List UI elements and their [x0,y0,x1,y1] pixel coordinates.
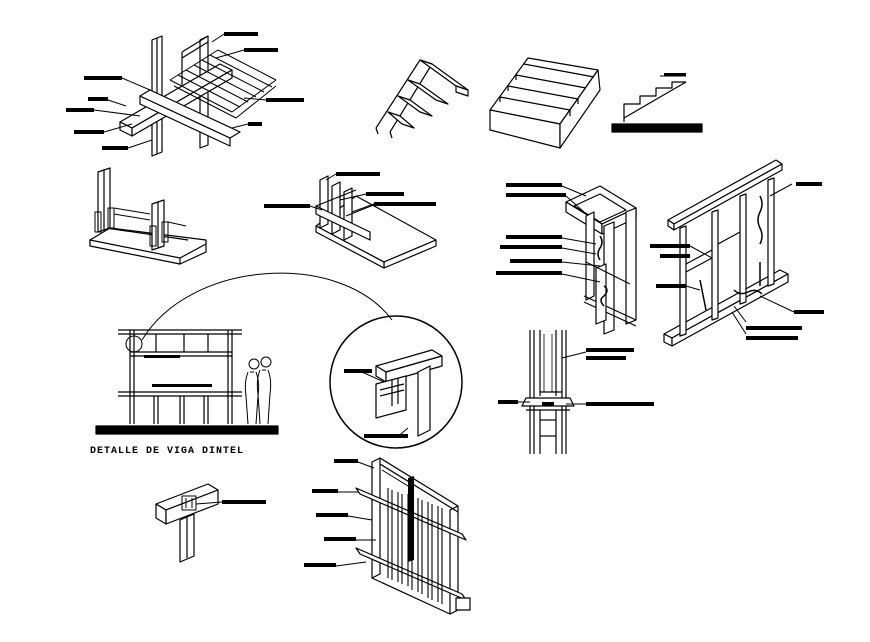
lintel-zoom-detail [330,316,462,448]
stair-section-detail [612,73,702,132]
human-scale-figures [245,357,271,424]
post-footing-detail [90,168,206,264]
detail-callout-arc [142,273,392,340]
beam-post-joint-detail [156,484,266,562]
solid-stair-detail [490,58,600,148]
stud-wall-frame-detail [650,160,824,346]
wall-floor-connection-detail [264,172,436,268]
framed-opening-detail [496,183,636,334]
wall-section-detail [498,330,654,454]
lintel-detail-caption: DETALLE DE VIGA DINTEL [90,446,245,457]
lintel-wall-elevation [96,330,278,434]
framed-wall-panel-detail [304,458,470,614]
stair-stringer-detail [376,60,468,138]
floor-framing-detail [66,32,304,156]
